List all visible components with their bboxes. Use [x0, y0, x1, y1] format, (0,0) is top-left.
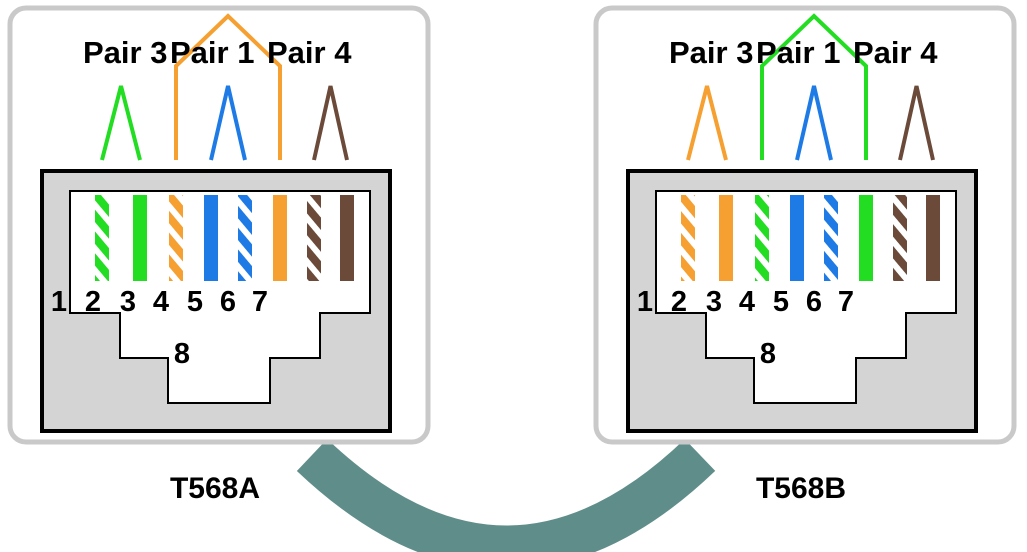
pin-number: 6 — [220, 286, 236, 318]
pin-number: 7 — [838, 286, 854, 318]
pair-label: Pair 4 — [267, 35, 352, 70]
standard-title: T568A — [170, 472, 260, 505]
wire-brown — [340, 195, 354, 281]
pin-number: 6 — [806, 286, 822, 318]
pair-label: Pair 3 — [669, 35, 753, 70]
pair-label: Pair 4 — [853, 35, 938, 70]
pin-number: 5 — [773, 286, 789, 318]
pin-number: 1 — [51, 286, 67, 318]
wire-blue-white — [238, 195, 252, 281]
pair-loop — [209, 85, 247, 161]
pair-loop — [100, 85, 142, 161]
pin-number: 4 — [153, 286, 169, 318]
wire-brown-white — [307, 195, 321, 281]
standard-title: T568B — [756, 472, 846, 505]
pin-number: 4 — [739, 286, 755, 318]
pair-2-loop — [174, 13, 282, 160]
pair-loop — [898, 85, 935, 161]
pair-loop — [312, 85, 349, 161]
pin-number: 2 — [671, 286, 687, 318]
pin-number: 5 — [187, 286, 203, 318]
pair-label: Pair 3 — [83, 35, 167, 70]
pin-number: 3 — [706, 286, 722, 318]
pair-label: Pair 1 — [170, 35, 254, 70]
wire-green — [859, 195, 873, 281]
wire-green-white — [95, 195, 109, 281]
wire-brown-white — [893, 195, 907, 281]
pair-2-loop — [760, 13, 868, 160]
pair-loop — [795, 85, 833, 161]
pair-label: Pair 1 — [756, 35, 840, 70]
wire-brown — [926, 195, 940, 281]
wire-green-white — [755, 195, 769, 281]
wire-orange — [719, 195, 733, 281]
pin-number: 1 — [637, 286, 653, 318]
crossover-cable — [296, 439, 716, 552]
wire-orange-white — [169, 195, 183, 281]
wire-blue — [790, 195, 804, 281]
pin-number-8: 8 — [760, 338, 776, 370]
pin-number-8: 8 — [174, 338, 190, 370]
wire-blue — [204, 195, 218, 281]
wire-orange-white — [681, 195, 695, 281]
wire-green — [133, 195, 147, 281]
pair-loop — [686, 85, 728, 161]
wire-blue-white — [824, 195, 838, 281]
pin-number: 7 — [252, 286, 268, 318]
pin-number: 2 — [85, 286, 101, 318]
pin-number: 3 — [120, 286, 136, 318]
wire-orange — [273, 195, 287, 281]
